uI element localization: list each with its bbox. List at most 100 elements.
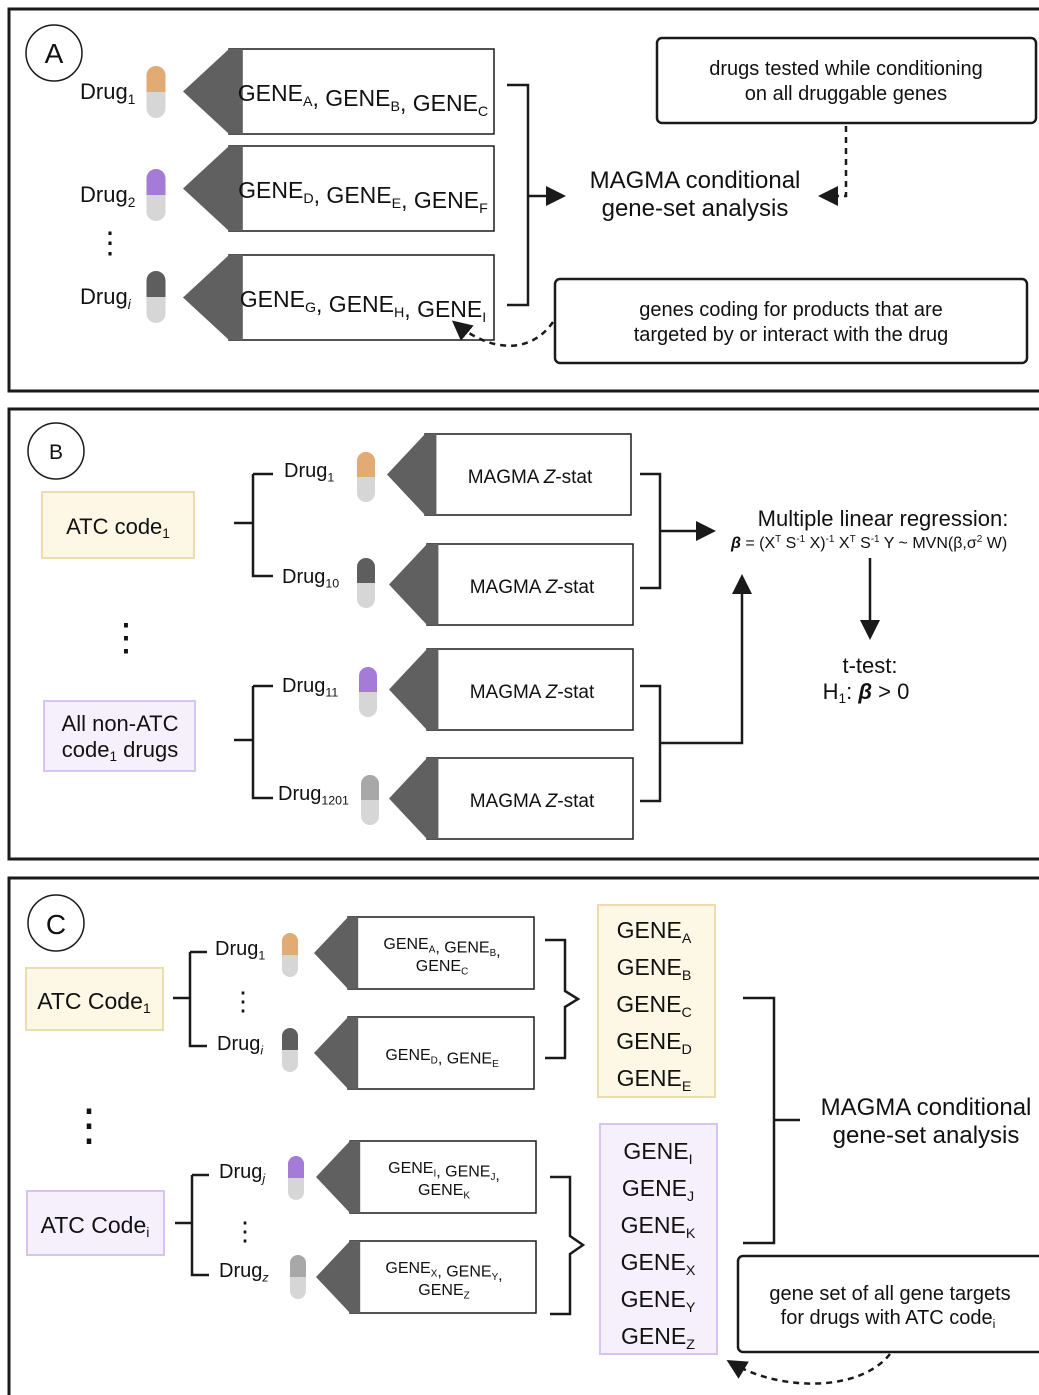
panel-a-note-top [655,36,1038,125]
panel-b-capsule-1 [357,452,375,502]
panel-c-set-i-gene-Z: GENEZ [621,1323,695,1353]
panel-a-drug-label-2: Drug2 [80,182,135,210]
panel-b-zstat-box-2-chevron [389,544,439,625]
panel-c-frame [7,876,1039,1395]
panel-c-gene-box-1 [314,916,535,990]
panel-c-set-i-gene-X: GENEX [621,1249,696,1279]
panel-b-zstat-box-4-chevron [389,758,439,839]
panel-a-gene-box-2 [183,145,495,232]
panel-c-gene-box-2-chevron [314,1017,359,1089]
panel-c-drug-label-1: Drug1 [215,938,265,962]
panel-b-atc-code-box [41,491,195,559]
panel-b-zstat-box-3-chevron [389,649,439,730]
panel-b-drug-label-4: Drug1201 [278,783,349,807]
panel-c-bracket-atc-1 [173,950,207,1048]
panel-c-label-circle [27,894,85,952]
panel-c-gene-box-1-line1: GENEA, GENEB, [383,936,500,960]
panel-a-capsule-3 [146,271,166,323]
panel-b-capsule-3-top [359,667,377,692]
panel-c: C ATC Code1 ATC Codei ⋮ ⋮ ⋮ Drug1DrugiDr… [7,876,1039,1395]
panel-b-bracket-right-top [640,472,662,590]
panel-c-capsule-2 [282,1028,298,1072]
panel-b-arrow-up [660,574,752,745]
panel-b-zstat-label-3: MAGMA Z-stat [470,682,595,703]
panel-b-regression-formula: β = (XT S-1 X)-1 XT S-1 Y ~ MVN(β,σ2 W) [730,534,1007,552]
panel-c-atc-code-i-label: ATC Codei [41,1212,150,1241]
panel-a-gene-box-3-chevron [183,255,243,340]
panel-c-set-i-gene-J: GENEJ [622,1175,694,1205]
panel-b-ttest-hypothesis: H1: β > 0 [823,679,910,706]
panel-a-gene-box-1-frame [228,48,495,135]
panel-b-drug-label-3: Drug11 [282,675,338,699]
panel-b-non-atc-line2: code1 drugs [62,737,178,764]
panel-c-gene-set-i-box [599,1123,718,1355]
panel-b-zstat-label-1: MAGMA Z-stat [468,467,593,488]
panel-c-drug-label-2: Drugi [217,1033,264,1057]
panel-a-gene-box-3-frame [228,254,495,341]
panel-c-capsule-4 [290,1255,306,1299]
panel-c-atc-code-1-box [25,967,164,1031]
panel-c-note-line1: gene set of all gene targets [769,1283,1010,1305]
panel-b-bracket-non-atc [234,684,273,800]
panel-c-set-i-gene-Y: GENEY [621,1286,696,1316]
panel-a-dashed-arrow-top [818,126,848,206]
panel-a-label: A [45,38,64,69]
panel-c-set-1-gene-D: GENED [616,1028,691,1058]
panel-b-capsule-4-top [361,775,379,800]
panel-a-capsule-1 [146,66,166,118]
panel-c-gene-box-4-line2: GENEZ [418,1282,469,1302]
panel-b-capsule-4 [361,775,379,825]
panel-c-label: C [46,909,66,940]
panel-b-non-atc-box [43,700,196,772]
panel-c-gene-box-3-frame [349,1140,537,1214]
panel-c-bracket-right [743,996,800,1245]
panel-c-atc-code-1-label: ATC Code1 [37,988,151,1017]
panel-c-gene-box-4-chevron [316,1241,361,1313]
panel-c-set-1-gene-B: GENEB [617,954,692,984]
panel-c-gene-box-1-chevron [314,917,359,989]
panel-c-gene-box-4 [316,1240,537,1314]
panel-b-non-atc-line1: All non-ATC [62,711,179,736]
panel-b-zstat-box-3 [389,648,634,731]
panel-c-capsule-1 [282,933,298,977]
panel-b-capsule-3 [359,667,377,717]
panel-c-gene-box-1-frame [347,916,535,990]
panel-c-analysis-line2: gene-set analysis [833,1122,1020,1149]
panel-c-capsule-2-top [282,1028,298,1050]
panel-c-bracket-atc-i [175,1173,209,1277]
panel-c-analysis-line1: MAGMA conditional [821,1094,1032,1121]
panel-c-gene-box-2 [314,1016,535,1090]
panel-a-gene-box-3 [183,254,495,341]
panel-a-gene-box-1-chevron [183,49,243,134]
panel-a-ellipsis: ⋮ [95,227,125,260]
panel-c-vertical-ellipsis: ⋮ [67,1101,111,1150]
panel-b-drug-label-2: Drug10 [282,566,339,590]
panel-b-zstat-label-2: MAGMA Z-stat [470,577,595,598]
panel-c-set-1-gene-E: GENEE [617,1065,692,1095]
panel-b-regression-title: Multiple linear regression: [758,506,1009,531]
panel-b: B ATC code1 All non-ATC code1 drugs ⋮ Dr… [7,407,1039,861]
panel-b-frame [7,407,1039,861]
panel-b-zstat-box-1-chevron [387,434,437,515]
panel-a-analysis-line2: gene-set analysis [602,195,789,222]
panel-c-gene-box-3-chevron [316,1141,361,1213]
panel-a-gene-box-1 [183,48,495,135]
panel-a-note-bottom [553,277,1029,365]
panel-c-capsule-3 [288,1156,304,1200]
panel-b-zstat-box-3-frame [426,648,634,731]
panel-c-drug-label-4: Drugz [219,1260,269,1284]
panel-c-capsule-3-top [288,1156,304,1178]
panel-c-capsule-1-top [282,933,298,955]
panel-b-capsule-2 [357,558,375,608]
panel-a-gene-box-text-2: GENED, GENEE, GENEF [238,177,488,217]
panel-a-note-bottom-line1: genes coding for products that are [639,299,943,321]
